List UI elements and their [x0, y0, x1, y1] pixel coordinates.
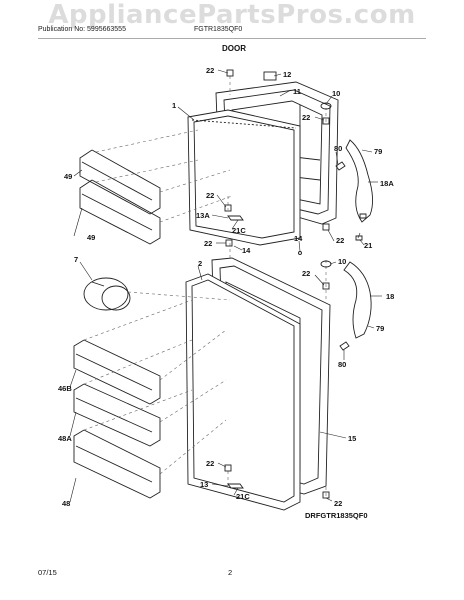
callout-12: 12 [283, 70, 291, 79]
callout-22: 22 [336, 236, 344, 245]
section-title: DOOR [222, 44, 246, 53]
page-number: 2 [228, 568, 233, 577]
callout-79: 79 [376, 324, 384, 333]
callout-48a: 48A [58, 434, 72, 443]
footer-date: 07/15 [38, 568, 57, 577]
callout-22: 22 [206, 459, 214, 468]
callout-22: 22 [302, 269, 310, 278]
callout-79: 79 [374, 147, 382, 156]
callout-11: 11 [293, 87, 301, 96]
callout-10: 10 [332, 89, 340, 98]
callout-80: 80 [338, 360, 346, 369]
handle-18 [343, 261, 372, 339]
callout-21c: 21C [232, 226, 246, 235]
shelf-49-lower [79, 179, 161, 245]
callout-22: 22 [334, 499, 342, 508]
callout-14: 14 [294, 234, 303, 243]
hinge-pins [224, 69, 367, 499]
handle-18a [345, 139, 373, 223]
callout-22: 22 [206, 66, 214, 75]
header-rule [38, 38, 426, 39]
callout-49: 49 [87, 233, 95, 242]
fresh-food-door-gasket [185, 273, 301, 511]
callout-48: 48 [62, 499, 70, 508]
callout-80: 80 [334, 144, 342, 153]
callout-21: 21 [364, 241, 372, 250]
publication-number: Publication No: 5995663555 [38, 26, 126, 33]
callout-1: 1 [172, 101, 176, 110]
callout-7: 7 [74, 255, 78, 264]
callout-22: 22 [206, 191, 214, 200]
callout-46b: 46B [58, 384, 72, 393]
callout-21c: 21C [236, 492, 250, 501]
watermark: AppliancePartsPros.com [48, 0, 416, 30]
dairy-bin-7 [83, 277, 131, 311]
shelf-49-upper [79, 149, 161, 215]
callout-18a: 18A [380, 179, 394, 188]
callout-2: 2 [198, 259, 202, 268]
shelf-48 [73, 429, 161, 499]
callout-13: 13 [200, 480, 208, 489]
shelf-46b [73, 339, 161, 405]
callout-22: 22 [204, 239, 212, 248]
callout-13a: 13A [196, 211, 210, 220]
diagram-id: DRFGTR1835QF0 [305, 511, 368, 520]
shelf-48a [73, 383, 161, 447]
callout-49: 49 [64, 172, 72, 181]
model-code: FGTR1835QF0 [194, 26, 243, 33]
callout-18: 18 [386, 292, 394, 301]
freezer-door-gasket [187, 109, 301, 246]
callout-10: 10 [338, 257, 346, 266]
callout-15: 15 [348, 434, 356, 443]
callout-22: 22 [302, 113, 310, 122]
callout-14: 14 [242, 246, 251, 255]
